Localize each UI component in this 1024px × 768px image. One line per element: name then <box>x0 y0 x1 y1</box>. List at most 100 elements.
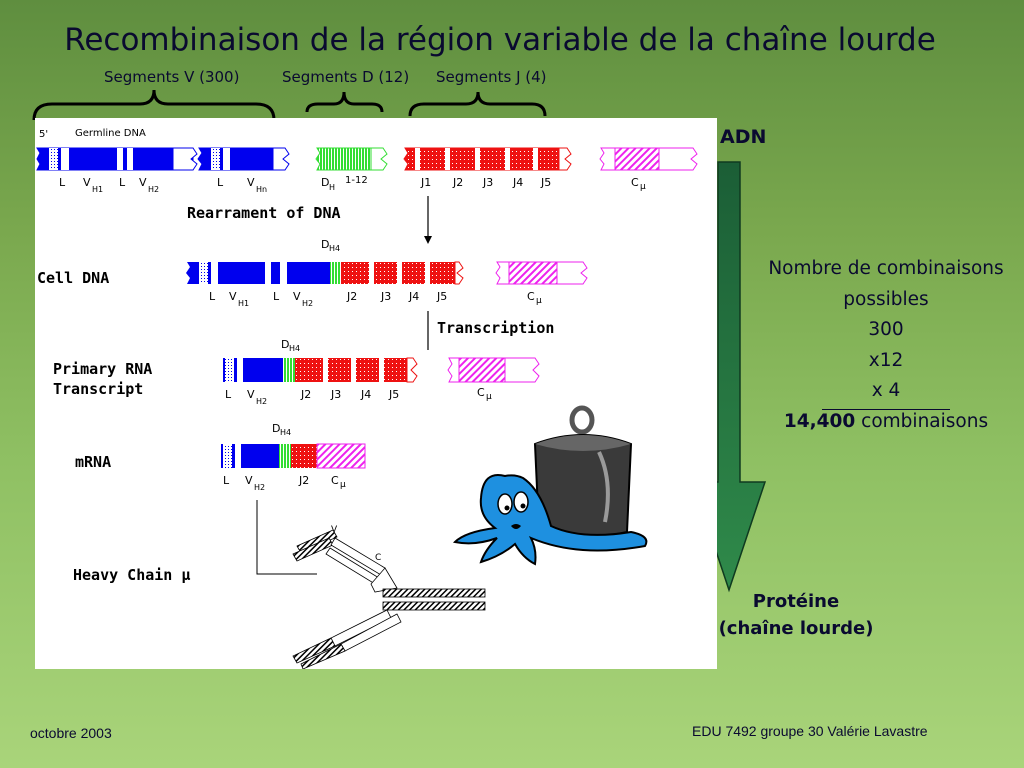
germline-title: Germline DNA <box>75 128 146 139</box>
svg-text:D: D <box>321 176 329 189</box>
primary-rna-label-1: Primary RNA <box>53 360 152 378</box>
cell-dna-strand <box>186 261 464 285</box>
cell-dna-labels: L V H1 L V H2 J2 J3 J4 J5 C µ <box>209 290 542 308</box>
weight-icon <box>533 405 633 538</box>
svg-text:J2: J2 <box>346 290 357 303</box>
segments-j-label: Segments J (4) <box>436 68 547 86</box>
mrna-labels: L V H2 J2 C µ <box>223 474 346 492</box>
j-count: x 4 <box>871 380 901 401</box>
svg-text:J3: J3 <box>330 388 341 401</box>
adn-label: ADN <box>720 126 767 148</box>
svg-text:L: L <box>273 290 280 303</box>
primary-rna-label-2: Transcript <box>53 380 143 398</box>
brace-v <box>32 89 276 121</box>
svg-text:C: C <box>331 474 339 487</box>
svg-text:J4: J4 <box>512 176 523 189</box>
svg-text:D: D <box>272 422 280 435</box>
transcription-label: Transcription <box>437 319 554 337</box>
combinations-line1: Nombre de combinaisons <box>768 258 1004 279</box>
germline-c-block <box>599 147 698 171</box>
svg-text:J5: J5 <box>388 388 399 401</box>
svg-text:J5: J5 <box>540 176 551 189</box>
d-count: x12 <box>868 349 904 371</box>
svg-text:H1: H1 <box>238 299 249 308</box>
protein-label: Protéine (chaîne lourde) <box>706 588 886 642</box>
svg-text:V: V <box>229 290 237 303</box>
svg-text:L: L <box>217 176 224 189</box>
svg-text:C: C <box>477 386 485 399</box>
svg-text:V: V <box>247 388 255 401</box>
svg-text:J3: J3 <box>482 176 493 189</box>
svg-text:J1: J1 <box>420 176 431 189</box>
mrna-to-chain-line <box>256 500 317 575</box>
primary-rna-c-block <box>447 357 540 383</box>
germline-v-block <box>36 147 290 171</box>
svg-text:J5: J5 <box>436 290 447 303</box>
germline-j-block <box>403 147 572 171</box>
heavy-chain-label: Heavy Chain µ <box>73 566 190 584</box>
segment-braces <box>32 89 547 121</box>
svg-text:J4: J4 <box>360 388 371 401</box>
svg-text:D: D <box>321 238 329 251</box>
octopus-icon <box>452 474 648 566</box>
five-prime-label: 5' <box>39 129 48 140</box>
germline-d-block <box>315 147 388 171</box>
total-value: 14,400 <box>783 410 856 432</box>
figure-canvas: 5' Germline DNA L V H1 L V H2 L <box>36 128 698 669</box>
svg-text:J2: J2 <box>298 474 309 487</box>
footer-credit: EDU 7492 groupe 30 Valérie Lavastre <box>692 723 928 739</box>
protein-label-line2: (chaîne lourde) <box>718 618 874 639</box>
svg-text:µ: µ <box>640 182 646 192</box>
mrna-strand <box>221 443 366 469</box>
svg-text:H2: H2 <box>148 185 159 194</box>
svg-text:C: C <box>631 176 639 189</box>
primary-rna-strand <box>223 357 418 383</box>
svg-text:L: L <box>59 176 66 189</box>
brace-d <box>305 91 384 113</box>
multiplication-rule <box>822 408 950 410</box>
total-unit: combinaisons <box>861 410 989 432</box>
v-count: 300 <box>868 319 904 340</box>
primary-rna-labels: L V H2 J2 J3 J4 J5 C µ <box>225 386 492 406</box>
slide-title: Recombinaison de la région variable de l… <box>64 22 936 58</box>
antibody-diagram: V C <box>292 525 486 669</box>
svg-text:H4: H4 <box>289 344 300 353</box>
svg-text:µ: µ <box>486 392 492 402</box>
svg-text:V: V <box>245 474 253 487</box>
svg-text:C: C <box>527 290 535 303</box>
svg-text:D: D <box>281 338 289 351</box>
cell-dna-label: Cell DNA <box>37 269 109 287</box>
svg-text:H1: H1 <box>92 185 103 194</box>
svg-text:J2: J2 <box>452 176 463 189</box>
recombination-figure: 5' Germline DNA L V H1 L V H2 L <box>35 118 717 669</box>
svg-text:H2: H2 <box>256 397 267 406</box>
svg-text:L: L <box>209 290 216 303</box>
svg-text:µ: µ <box>536 296 542 306</box>
svg-text:H2: H2 <box>254 483 265 492</box>
svg-text:L: L <box>225 388 232 401</box>
svg-text:V: V <box>83 176 91 189</box>
svg-text:V: V <box>331 525 338 535</box>
svg-text:H4: H4 <box>329 244 340 253</box>
footer-date: octobre 2003 <box>30 725 112 741</box>
svg-text:Hn: Hn <box>256 185 267 194</box>
svg-text:H4: H4 <box>280 428 291 437</box>
mrna-label: mRNA <box>75 453 111 471</box>
svg-text:V: V <box>139 176 147 189</box>
segments-v-label: Segments V (300) <box>104 68 240 86</box>
segments-d-label: Segments D (12) <box>282 68 410 86</box>
svg-text:J2: J2 <box>300 388 311 401</box>
cell-dna-c-block <box>495 261 588 285</box>
svg-text:J3: J3 <box>380 290 391 303</box>
rearrangement-label: Rearrament of DNA <box>187 204 341 222</box>
combinations-box: Nombre de combinaisons possibles 300 x12… <box>752 254 1020 437</box>
combinations-line2: possibles <box>843 288 929 310</box>
svg-text:L: L <box>119 176 126 189</box>
svg-text:J4: J4 <box>408 290 419 303</box>
svg-text:C: C <box>375 553 381 563</box>
protein-label-line1: Protéine <box>752 591 840 612</box>
combinations-total: 14,400 combinaisons <box>752 407 1020 438</box>
svg-text:V: V <box>247 176 255 189</box>
svg-text:H2: H2 <box>302 299 313 308</box>
svg-text:L: L <box>223 474 230 487</box>
